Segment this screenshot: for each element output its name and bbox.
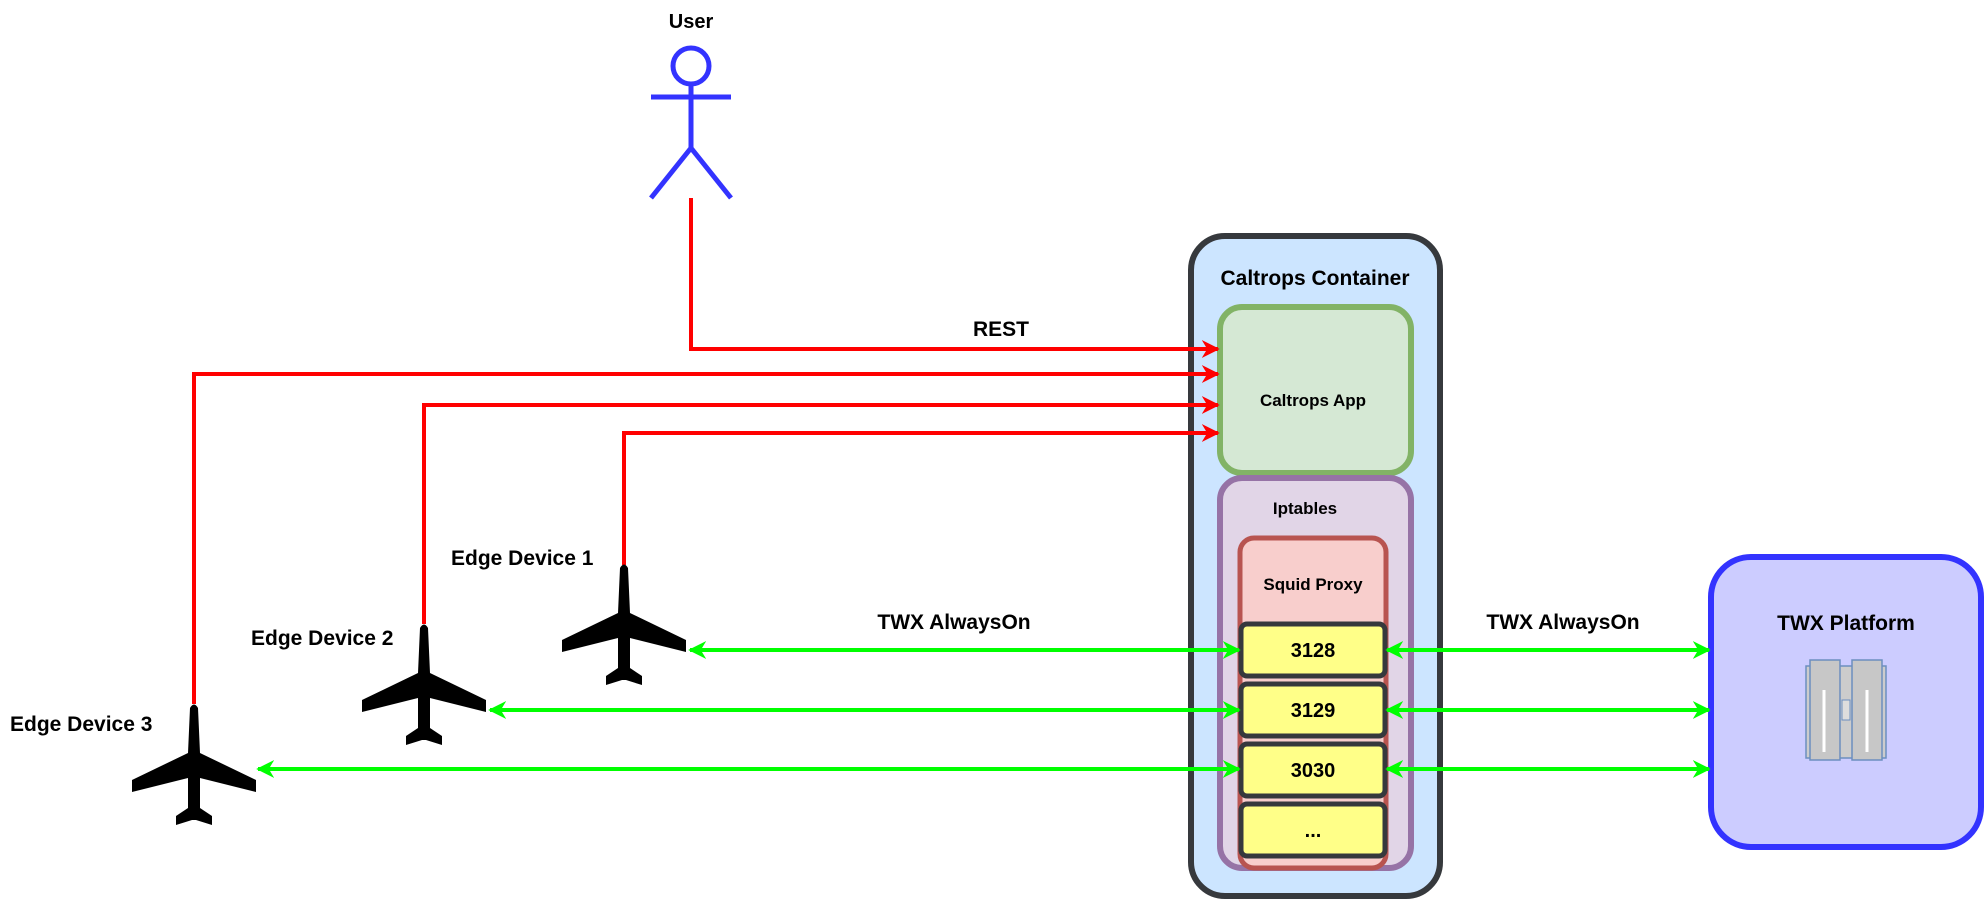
twx-alwayson-left-label: TWX AlwaysOn	[877, 611, 1030, 634]
port-label: ...	[1305, 820, 1322, 842]
container-title: Caltrops Container	[1220, 267, 1409, 290]
rest-edge-device-1	[622, 424, 1220, 565]
rest-edge-user	[689, 198, 1220, 358]
port-label: 3129	[1291, 700, 1336, 722]
user-label: User	[669, 11, 714, 33]
port-label: 3128	[1291, 640, 1336, 662]
edge-device-1[interactable]: Edge Device 1	[451, 547, 686, 685]
edge-device-label: Edge Device 3	[10, 713, 152, 736]
caltrops-app-label: Caltrops App	[1260, 391, 1366, 410]
port-label: 3030	[1291, 760, 1336, 782]
stick-figure-icon	[649, 45, 733, 200]
user-actor[interactable]: User	[649, 11, 733, 200]
edge-device-label: Edge Device 1	[451, 547, 594, 570]
rest-connections	[192, 198, 1220, 704]
edge-device-label: Edge Device 2	[251, 627, 393, 650]
rest-edge-device-2	[422, 396, 1220, 624]
twx-alwayson-right-label: TWX AlwaysOn	[1486, 611, 1639, 634]
port-box-3128[interactable]: 3128	[1238, 621, 1388, 679]
server-icon	[1805, 659, 1887, 761]
rest-edge-device-3	[192, 365, 1220, 704]
airplane-icon	[562, 564, 686, 685]
iptables-label: Iptables	[1273, 499, 1337, 518]
rest-label: REST	[973, 318, 1029, 341]
edge-device-2[interactable]: Edge Device 2	[251, 624, 486, 746]
twx-connections	[256, 641, 1711, 778]
squid-proxy-label: Squid Proxy	[1263, 575, 1363, 594]
twx-platform-label: TWX Platform	[1777, 612, 1915, 635]
twx-platform[interactable]: TWX Platform	[1708, 554, 1984, 850]
port-box-3129[interactable]: 3129	[1238, 681, 1388, 739]
caltrops-app[interactable]: Caltrops App	[1217, 304, 1414, 476]
port-box-more[interactable]: ...	[1238, 801, 1388, 859]
port-box-3030[interactable]: 3030	[1238, 741, 1388, 799]
edge-device-3[interactable]: Edge Device 3	[10, 704, 256, 826]
